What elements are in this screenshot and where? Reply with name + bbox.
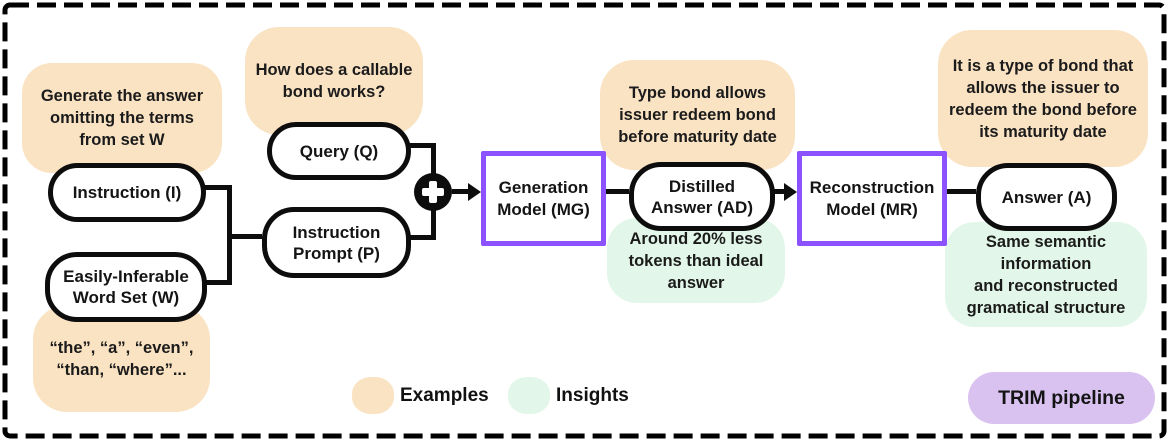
arrow-line-merge-to-generation — [452, 189, 470, 194]
arrowhead-generation — [468, 182, 481, 201]
node-answer: Answer (A) — [976, 163, 1117, 231]
bracket-vertical-line — [227, 185, 232, 285]
node-distilled-answer: Distilled Answer (AD) — [629, 162, 775, 231]
connector-wordset-to-bracket — [196, 280, 232, 285]
example-bubble-answer: It is a type of bond that allows the iss… — [938, 30, 1148, 167]
connector-query-to-merge — [401, 143, 435, 148]
connector-prompt-to-merge — [401, 235, 435, 240]
plus-icon-vertical-bar — [429, 181, 437, 203]
node-instruction: Instruction (I) — [48, 163, 206, 222]
insight-bubble-answer: Same semantic information and reconstruc… — [945, 222, 1147, 327]
arrowhead-reconstruction — [784, 182, 797, 201]
node-word-set: Easily-Inferable Word Set (W) — [45, 252, 207, 322]
example-bubble-instruction: Generate the answer omitting the terms f… — [22, 63, 222, 173]
node-instruction-prompt: Instruction Prompt (P) — [262, 207, 411, 278]
node-generation-model: Generation Model (MG) — [481, 151, 606, 246]
node-query: Query (Q) — [267, 122, 411, 180]
plus-icon — [414, 173, 452, 211]
connector-generation-to-distilled — [596, 189, 629, 194]
trim-pipeline-badge: TRIM pipeline — [968, 372, 1155, 424]
example-bubble-query: How does a callable bond works? — [245, 27, 423, 135]
example-bubble-word-set: “the”, “a”, “even”, “than, “where”... — [33, 305, 210, 412]
legend-examples-swatch — [352, 377, 394, 414]
insight-bubble-distilled-answer: Around 20% less tokens than ideal answer — [607, 218, 785, 303]
arrow-line-distilled-to-reconstruction — [765, 189, 785, 194]
connector-reconstruction-to-answer — [937, 189, 976, 194]
legend-insights-swatch — [508, 377, 550, 414]
connector-instruction-to-bracket — [196, 185, 232, 190]
connector-bracket-to-prompt — [230, 234, 262, 239]
legend-insights-label: Insights — [556, 385, 629, 406]
node-reconstruction-model: Reconstruction Model (MR) — [797, 151, 947, 246]
example-bubble-distilled-answer: Type bond allows issuer redeem bond befo… — [600, 60, 795, 170]
legend-examples-label: Examples — [400, 385, 489, 406]
